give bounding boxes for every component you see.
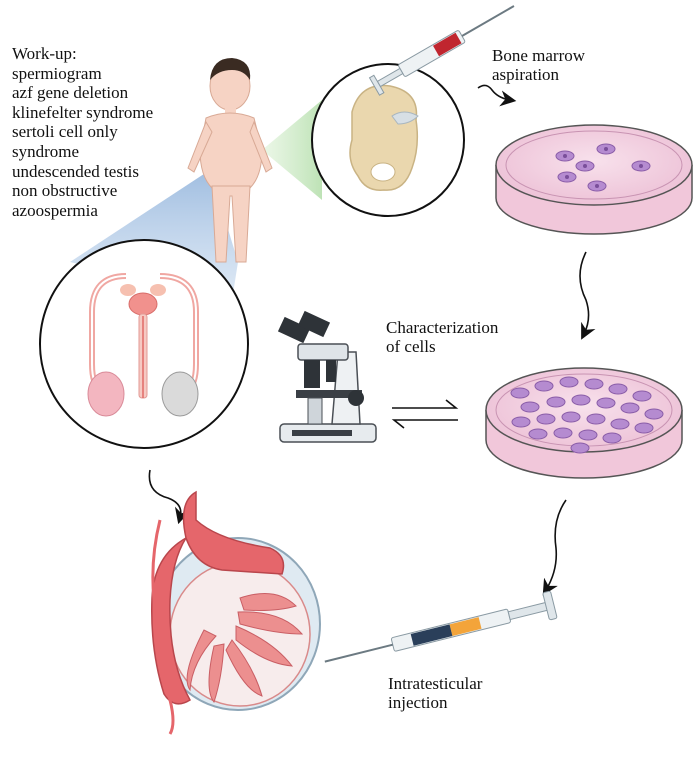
- bone-marrow-label: Bone marrow aspiration: [492, 46, 585, 84]
- workup-item: undescended testis: [12, 161, 139, 181]
- workup-item: sertoli cell only: [12, 122, 118, 142]
- injection-line-2: injection: [388, 693, 448, 712]
- characterization-label: Characterization of cells: [386, 318, 498, 356]
- injection-syringe: [324, 590, 558, 663]
- microscope-icon: [277, 310, 377, 443]
- testis-cross-section: [151, 490, 321, 735]
- equilibrium-arrows: [391, 399, 459, 429]
- pelvis-zoom-circle: [311, 63, 465, 217]
- characterization-line-1: Characterization: [386, 318, 499, 337]
- reproductive-zoom-circle: [39, 239, 249, 449]
- workup-item: syndrome: [12, 141, 80, 161]
- aspiration-syringe: [368, 5, 515, 96]
- petri-dish-top: [495, 124, 693, 235]
- characterization-line-2: of cells: [386, 337, 436, 356]
- workup-item: azoospermia: [12, 200, 98, 220]
- workup-title: Work-up:: [12, 44, 77, 63]
- workup-list: Work-up: spermiogram azf gene deletion k…: [12, 44, 153, 220]
- workup-item: non obstructive: [12, 181, 118, 201]
- workup-item: spermiogram: [12, 63, 102, 83]
- workup-item: klinefelter syndrome: [12, 102, 154, 122]
- injection-line-1: Intratesticular: [388, 674, 483, 693]
- green-zoom-cone: [262, 100, 322, 200]
- petri-dish-bottom: [485, 367, 683, 479]
- workup-item: azf gene deletion: [12, 83, 129, 103]
- injection-label: Intratesticular injection: [388, 674, 482, 712]
- bone-marrow-line-1: Bone marrow: [492, 46, 586, 65]
- bone-marrow-line-2: aspiration: [492, 65, 560, 84]
- process-arrows: [148, 84, 596, 596]
- child-figure: [187, 58, 273, 263]
